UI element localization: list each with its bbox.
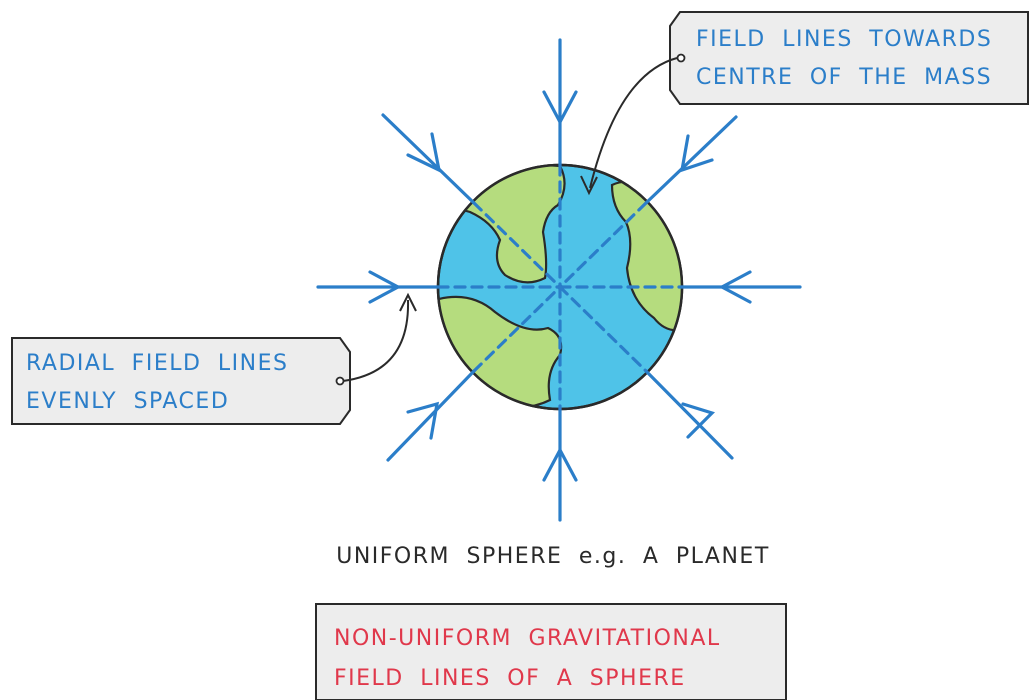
callout-tag-shape (11, 337, 351, 425)
field-lines (316, 38, 802, 522)
arrowhead-east (718, 270, 752, 304)
field-line-south (542, 285, 578, 522)
arrowhead-north (542, 90, 578, 126)
arrowhead-northeast (679, 134, 714, 173)
title-line2: FIELD LINES OF A SPHERE (334, 666, 686, 691)
arrowhead-west (368, 270, 402, 304)
field-line-southeast (558, 285, 734, 460)
arrowhead-northwest (406, 132, 442, 173)
arrowhead-southeast (681, 402, 716, 439)
field-line-west (316, 270, 562, 304)
callout-radial-line2: EVENLY SPACED (26, 389, 229, 414)
pointer-arrowhead (580, 175, 598, 196)
title-box: NON-UNIFORM GRAVITATIONAL FIELD LINES OF… (315, 603, 787, 700)
callout-towards-line2: CENTRE OF THE MASS (696, 65, 992, 90)
field-line-northeast (558, 115, 738, 289)
field-line-north (542, 38, 578, 289)
callout-radial: RADIAL FIELD LINES EVENLY SPACED (11, 292, 417, 425)
title-line1: NON-UNIFORM GRAVITATIONAL (334, 626, 721, 651)
callout-radial-line1: RADIAL FIELD LINES (26, 351, 288, 376)
pointer-arrowhead (399, 292, 417, 312)
callout-tag-shape (669, 11, 1029, 105)
pointer-arrow-radial (342, 299, 410, 382)
caption: UNIFORM SPHERE e.g. A PLANET (336, 544, 770, 569)
title-box-frame (315, 603, 787, 700)
callout-pin (676, 53, 686, 63)
arrowhead-south (542, 446, 578, 482)
callout-towards-centre: FIELD LINES TOWARDS CENTRE OF THE MASS (580, 11, 1029, 196)
field-line-southwest (386, 285, 562, 462)
callout-towards-line1: FIELD LINES TOWARDS (696, 27, 992, 52)
arrowhead-southwest (406, 401, 440, 440)
field-line-east (558, 270, 802, 304)
field-line-northwest (381, 113, 562, 289)
pointer-arrow-centre (589, 57, 678, 189)
callout-pin (335, 376, 345, 386)
